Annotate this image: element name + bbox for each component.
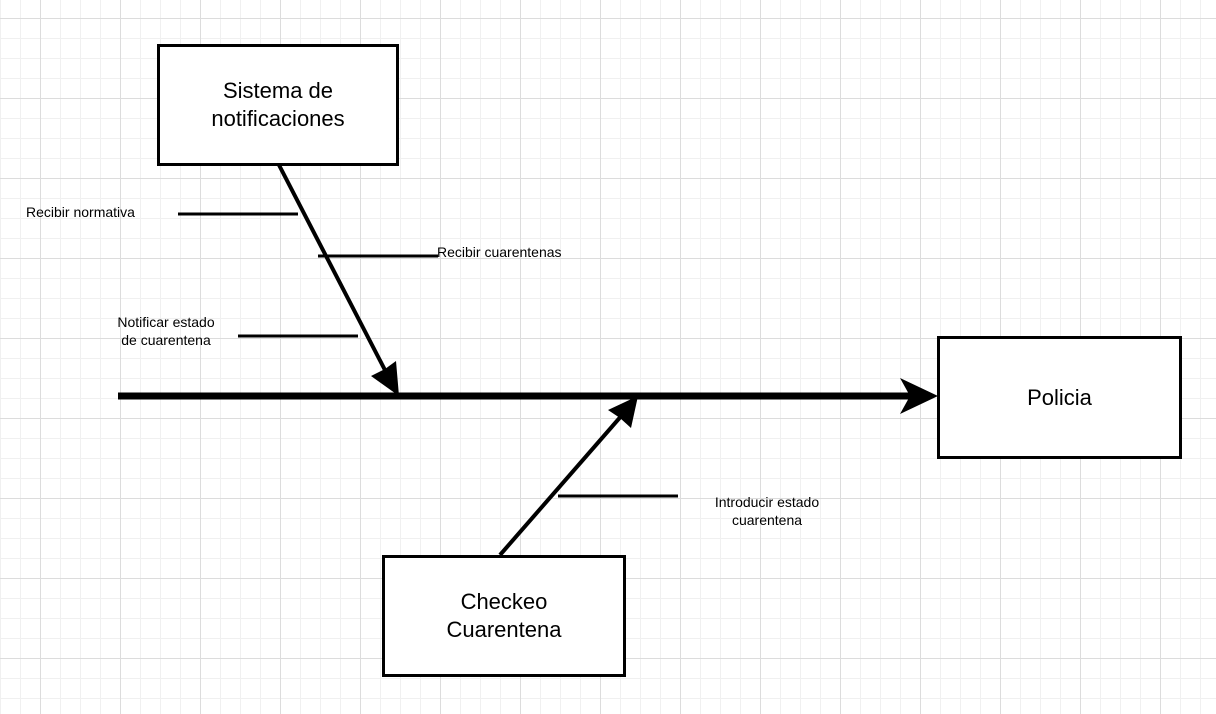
notifications-system-label: Sistema de notificaciones [211, 78, 345, 131]
upper-rib-arrowhead [371, 361, 399, 396]
label-notify-state: Notificar estado de cuarentena [117, 314, 215, 348]
quarantine-check-box[interactable]: Checkeo Cuarentena [382, 555, 626, 677]
label-receive-regulation: Recibir normativa [26, 204, 135, 220]
quarantine-check-label: Checkeo Cuarentena [446, 589, 562, 642]
spine-arrowhead [900, 378, 938, 414]
police-label: Policia [1027, 384, 1092, 410]
label-enter-state: Introducir estado cuarentena [714, 494, 820, 528]
police-box[interactable]: Policia [937, 336, 1182, 459]
lower-rib-arrowhead [608, 396, 638, 428]
notifications-system-box[interactable]: Sistema de notificaciones [157, 44, 399, 166]
label-receive-quarantines: Recibir cuarentenas [437, 244, 562, 260]
upper-rib-line[interactable] [277, 164, 389, 375]
lower-rib-line[interactable] [498, 412, 625, 557]
